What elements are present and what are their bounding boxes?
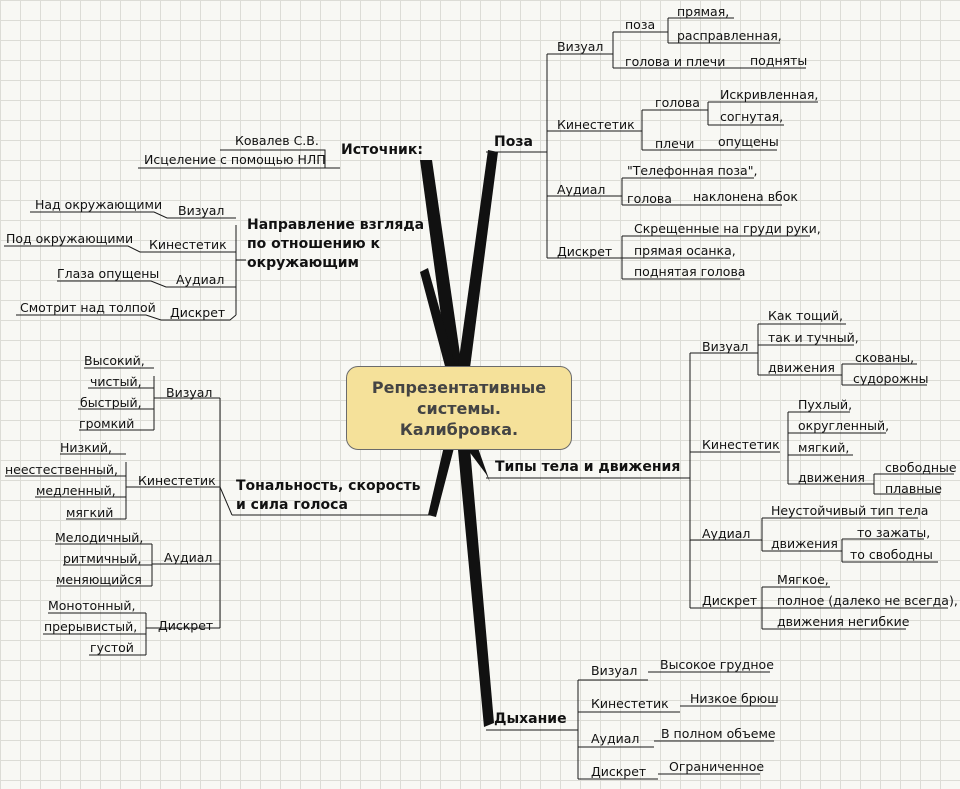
body-discrete-value-3[interactable]: движения негибкие	[777, 614, 910, 629]
body-discrete-value-2[interactable]: полное (далеко не всегда),	[777, 593, 958, 608]
pose-visual-pose-label[interactable]: поза	[625, 17, 656, 32]
gaze-audial-value[interactable]: Глаза опущены	[57, 266, 160, 281]
pose-kinesthetic-head-value-2[interactable]: согнутая,	[720, 109, 784, 124]
voice-discrete-label[interactable]: Дискрет	[158, 618, 214, 633]
body-visual-value-1[interactable]: Как тощий,	[768, 308, 843, 323]
main-branch-breath	[458, 448, 494, 727]
body-kinesthetic-label[interactable]: Кинестетик	[702, 437, 780, 452]
pose-kinesthetic-shoulders-label[interactable]: плечи	[655, 136, 695, 151]
voice-audial-label[interactable]: Аудиал	[164, 550, 213, 565]
voice-visual-label[interactable]: Визуал	[166, 385, 213, 400]
voice-visual-value-2[interactable]: чистый,	[90, 374, 142, 389]
pose-kinesthetic-shoulders-value[interactable]: опущены	[718, 134, 779, 149]
gaze-discrete-value[interactable]: Смотрит над толпой	[20, 300, 156, 315]
breath-visual-label[interactable]: Визуал	[591, 663, 638, 678]
body-kinesthetic-move-value-1[interactable]: свободные	[885, 460, 957, 475]
voice-kinesthetic-value-1[interactable]: Низкий,	[60, 440, 112, 455]
body-visual-move-value-2[interactable]: судорожны	[853, 371, 929, 386]
voice-discrete-value-3[interactable]: густой	[90, 640, 134, 655]
gaze-visual-label[interactable]: Визуал	[178, 203, 225, 218]
main-branch-gaze	[420, 268, 456, 370]
pose-discrete-label[interactable]: Дискрет	[557, 244, 613, 259]
body-visual-move-label[interactable]: движения	[768, 360, 835, 375]
source-book[interactable]: Исцеление с помощью НЛП	[144, 152, 326, 167]
topic-source[interactable]: Источник:	[341, 142, 423, 158]
body-visual-value-2[interactable]: так и тучный,	[768, 330, 859, 345]
pose-audial-head-label[interactable]: голова	[627, 191, 672, 206]
body-audial-value[interactable]: Неустойчивый тип тела	[771, 503, 929, 518]
main-branch-pose	[458, 150, 498, 368]
gaze-kinesthetic-label[interactable]: Кинестетик	[149, 237, 227, 252]
voice-kinesthetic-value-4[interactable]: мягкий	[66, 505, 114, 520]
breath-audial-value[interactable]: В полном объеме	[661, 726, 776, 741]
pose-audial-phone[interactable]: "Телефонная поза",	[627, 163, 758, 178]
voice-visual-value-3[interactable]: быстрый,	[80, 395, 142, 410]
body-kinesthetic-move-label[interactable]: движения	[798, 470, 865, 485]
breath-kinesthetic-value[interactable]: Низкое брюш	[690, 691, 779, 706]
topic-voice-line-1[interactable]: Тональность, скорость	[236, 478, 421, 494]
pose-audial-label[interactable]: Аудиал	[557, 182, 606, 197]
voice-kinesthetic-value-3[interactable]: медленный,	[36, 483, 116, 498]
body-discrete-label[interactable]: Дискрет	[702, 593, 758, 608]
gaze-audial-label[interactable]: Аудиал	[176, 272, 225, 287]
topic-gaze-line-2[interactable]: по отношению к	[247, 236, 381, 252]
central-topic-line-2: системы.	[417, 398, 501, 418]
body-audial-move-value-2[interactable]: то свободны	[850, 547, 933, 562]
body-audial-move-value-1[interactable]: то зажаты,	[857, 525, 931, 540]
body-audial-move-label[interactable]: движения	[771, 536, 838, 551]
topic-pose[interactable]: Поза	[494, 134, 533, 150]
pose-discrete-value-1[interactable]: Скрещенные на груди руки,	[634, 221, 821, 236]
topic-body[interactable]: Типы тела и движения	[495, 459, 681, 475]
main-branch-body	[468, 448, 490, 482]
gaze-discrete-label[interactable]: Дискрет	[170, 305, 226, 320]
topic-breath[interactable]: Дыхание	[494, 711, 567, 727]
body-kinesthetic-move-value-2[interactable]: плавные	[885, 481, 942, 496]
body-audial-label[interactable]: Аудиал	[702, 526, 751, 541]
pose-kinesthetic-head-label[interactable]: голова	[655, 95, 700, 110]
central-topic-line-1: Репрезентативные	[371, 377, 547, 397]
pose-audial-head-value[interactable]: наклонена вбок	[693, 189, 798, 204]
voice-kinesthetic-value-2[interactable]: неестественный,	[5, 462, 118, 477]
pose-visual-pose-value-1[interactable]: прямая,	[677, 4, 730, 19]
breath-visual-value[interactable]: Высокое грудное	[660, 657, 774, 672]
voice-audial-value-2[interactable]: ритмичный,	[63, 551, 142, 566]
body-visual-label[interactable]: Визуал	[702, 339, 749, 354]
voice-visual-value-4[interactable]: громкий	[79, 416, 135, 431]
source-author[interactable]: Ковалев С.В.	[235, 133, 319, 148]
pose-visual-label[interactable]: Визуал	[557, 39, 604, 54]
pose-discrete-value-2[interactable]: прямая осанка,	[634, 243, 736, 258]
voice-kinesthetic-label[interactable]: Кинестетик	[138, 473, 216, 488]
body-visual-move-value-1[interactable]: скованы,	[855, 350, 915, 365]
pose-discrete-value-3[interactable]: поднятая голова	[634, 264, 746, 279]
breath-discrete-value[interactable]: Ограниченное	[669, 759, 765, 774]
gaze-visual-value[interactable]: Над окружающими	[35, 197, 163, 212]
breath-kinesthetic-label[interactable]: Кинестетик	[591, 696, 669, 711]
voice-audial-value-3[interactable]: меняющийся	[56, 572, 142, 587]
body-kinesthetic-value-2[interactable]: округленный,	[798, 418, 890, 433]
body-kinesthetic-value-3[interactable]: мягкий,	[798, 440, 850, 455]
topic-voice-line-2[interactable]: и сила голоса	[236, 497, 348, 513]
voice-discrete-value-2[interactable]: прерывистый,	[44, 619, 138, 634]
pose-visual-head-label[interactable]: голова и плечи	[625, 54, 726, 69]
pose-visual-pose-value-2[interactable]: расправленная,	[677, 28, 782, 43]
topic-gaze-line-3[interactable]: окружающим	[247, 255, 359, 271]
topic-gaze-line-1[interactable]: Направление взгляда	[247, 217, 425, 233]
pose-kinesthetic-head-value-1[interactable]: Искривленная,	[720, 87, 819, 102]
breath-audial-label[interactable]: Аудиал	[591, 731, 640, 746]
body-kinesthetic-value-1[interactable]: Пухлый,	[798, 397, 853, 412]
central-topic[interactable]: Репрезентативные системы. Калибровка.	[346, 366, 572, 450]
voice-discrete-value-1[interactable]: Монотонный,	[48, 598, 136, 613]
pose-visual-head-value[interactable]: подняты	[750, 53, 808, 68]
main-branch-source	[420, 160, 462, 368]
voice-audial-value-1[interactable]: Мелодичный,	[55, 530, 144, 545]
pose-kinesthetic-label[interactable]: Кинестетик	[557, 117, 635, 132]
main-branch-voice	[428, 446, 454, 517]
breath-discrete-label[interactable]: Дискрет	[591, 764, 647, 779]
gaze-kinesthetic-value[interactable]: Под окружающими	[6, 231, 134, 246]
central-topic-line-3: Калибровка.	[399, 419, 519, 439]
voice-visual-value-1[interactable]: Высокий,	[84, 353, 145, 368]
body-discrete-value-1[interactable]: Мягкое,	[777, 572, 829, 587]
